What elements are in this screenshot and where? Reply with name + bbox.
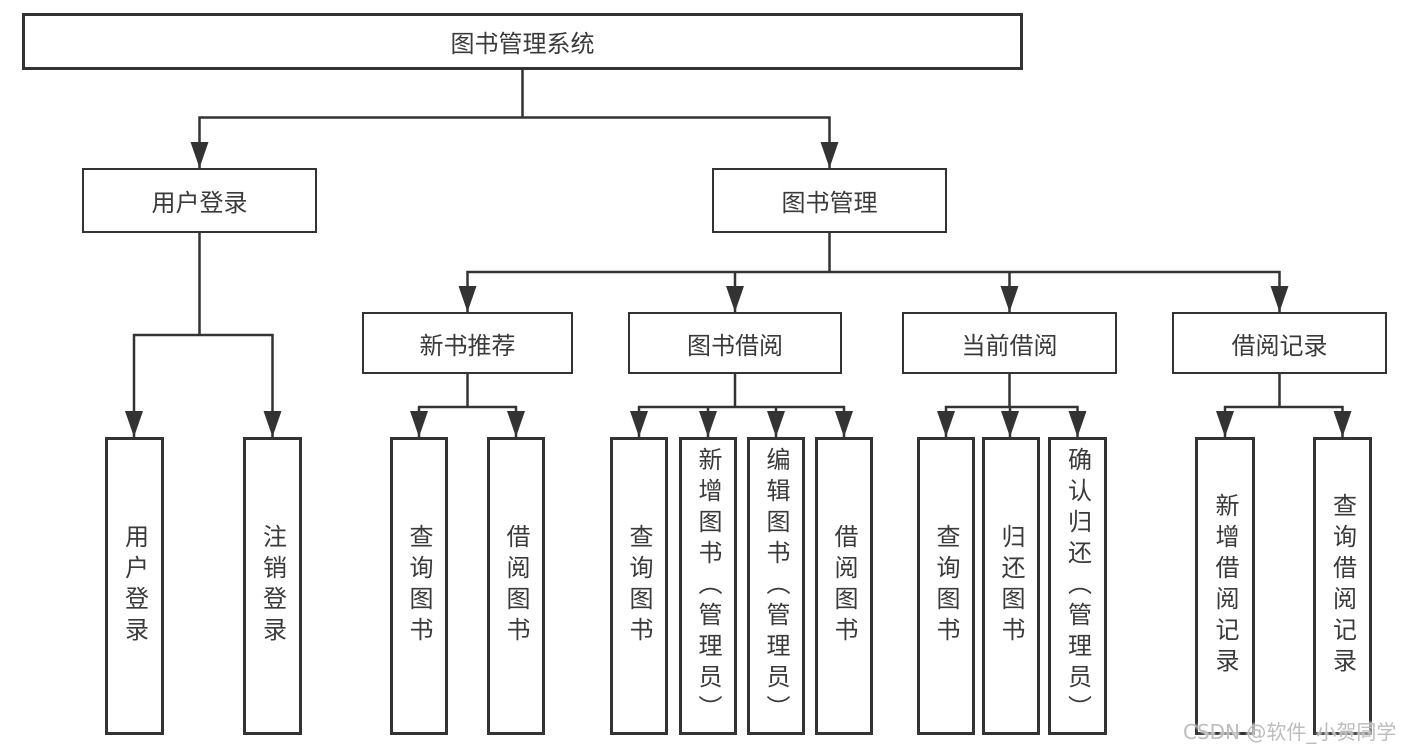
connector-book-borrowing-children [630,374,853,437]
leaf-records-add-borrow-record: 新增借阅记录 [1195,437,1255,735]
node-label: 查询图书 [932,524,960,648]
leaf-current-confirm-return-admin: 确认归还（管理员） [1048,437,1107,735]
node-label: 查询借阅记录 [1328,493,1357,679]
node-label: 图书管理 [781,189,878,217]
node-book-management: 图书管理 [712,168,947,233]
leaf-borrowing-borrow-books: 借阅图书 [815,437,873,735]
node-library-management-system: 图书管理系统 [22,13,1023,70]
node-label: 图书管理系统 [450,30,595,58]
node-label: 注销登录 [258,524,287,648]
connector-borrowing-records-children [1216,374,1352,437]
node-label: 借阅记录 [1231,331,1328,360]
leaf-borrowing-add-book-admin: 新增图书（管理员） [679,437,737,735]
connector-user-login-children [125,233,282,437]
connector-new-book-children [410,374,525,437]
node-label: 编辑图书（管理员） [762,446,790,726]
node-label: 新增借阅记录 [1211,493,1239,679]
node-label: 借阅图书 [830,524,858,648]
leaf-user-login: 用户登录 [105,437,164,735]
node-label: 归还图书 [997,524,1025,648]
leaf-records-query-borrow-record: 查询借阅记录 [1313,437,1372,735]
node-label: 借阅图书 [502,524,530,648]
node-borrowing-records: 借阅记录 [1172,312,1387,374]
leaf-newbook-query-books: 查询图书 [390,437,448,735]
node-label: 新增图书（管理员） [694,446,722,726]
node-label: 确认归还（管理员） [1063,446,1092,726]
leaf-newbook-borrow-books: 借阅图书 [487,437,545,735]
csdn-watermark: CSDN @软件_小贺同学 [1183,720,1397,744]
node-label: 图书借阅 [687,331,783,360]
node-label: 查询图书 [625,524,653,648]
leaf-current-return-books: 归还图书 [982,437,1040,735]
leaf-borrowing-edit-book-admin: 编辑图书（管理员） [747,437,805,735]
node-label: 当前借阅 [961,331,1058,360]
node-book-borrowing: 图书借阅 [628,312,842,374]
leaf-borrowing-query-books: 查询图书 [610,437,668,735]
connector-current-borrowing-children [937,374,1087,437]
node-label: 新书推荐 [419,331,516,360]
leaf-logout: 注销登录 [243,437,302,735]
node-label: 用户登录 [151,189,248,217]
connector-root-to-level2 [190,70,839,168]
node-current-borrowing: 当前借阅 [902,312,1117,374]
node-new-book-recommendation: 新书推荐 [362,312,573,374]
leaf-current-query-books: 查询图书 [917,437,975,735]
node-label: 用户登录 [120,524,149,648]
node-label: 查询图书 [405,524,433,648]
connector-book-management-children [458,233,1289,312]
node-user-login: 用户登录 [82,168,317,233]
